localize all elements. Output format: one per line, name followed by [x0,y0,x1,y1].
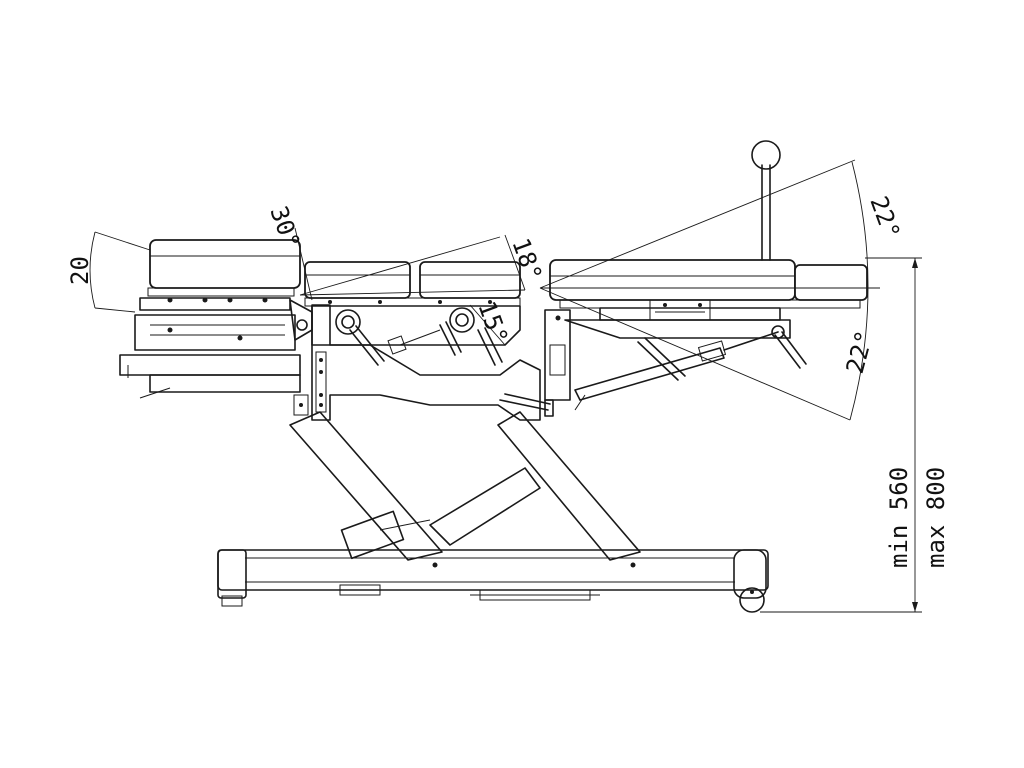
lumbar-section [544,140,868,411]
chest-section [304,261,521,366]
head-section [119,239,313,399]
height-min-label: min 560 [885,467,913,568]
chest-small-angle-label: 15° [472,297,513,347]
base-frame [217,549,769,613]
side-frame [293,304,554,421]
lumbar-down-angle-label: 22° [841,327,879,376]
height-max-label: max 800 [922,467,950,568]
head-drop-label: 20 [66,256,94,285]
lumbar-up-angle-label: 22° [864,192,905,242]
dimension-lines [89,159,922,613]
scissor-lift [289,411,641,561]
